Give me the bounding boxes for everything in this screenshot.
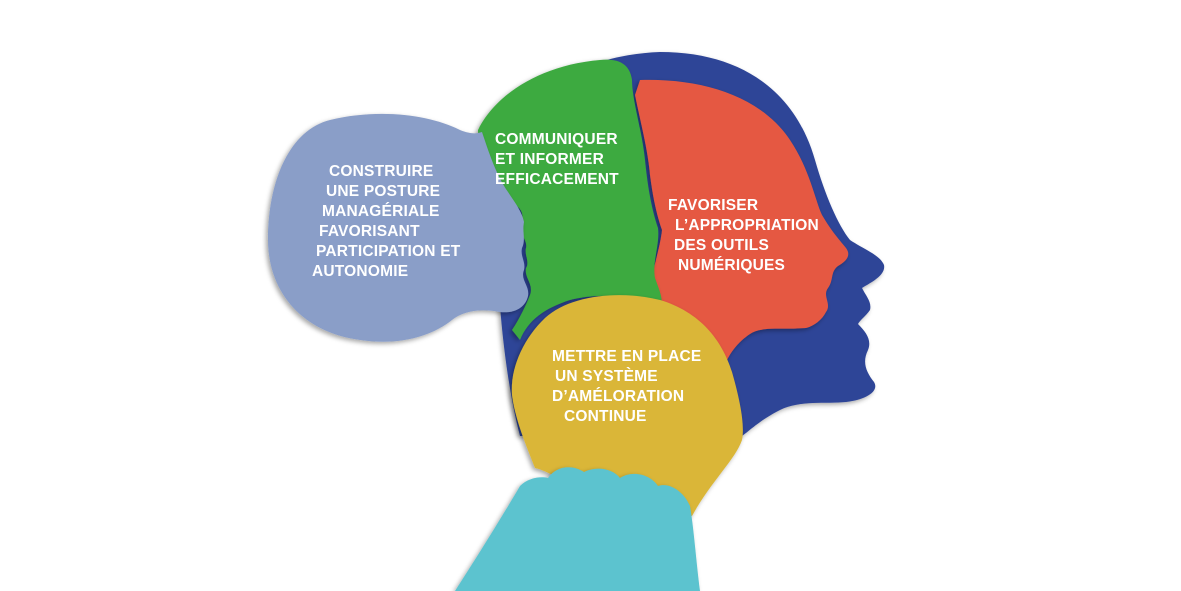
label-line: AUTONOMIE	[312, 263, 409, 280]
label-line: METTRE EN PLACE	[552, 348, 702, 365]
label-mettre-en-place: METTRE EN PLACE UN SYSTÈME D’AMÉLORATION…	[552, 347, 701, 427]
label-line: CONSTRUIRE	[329, 163, 434, 180]
label-line: CONTINUE	[564, 408, 647, 425]
gold-region	[511, 295, 743, 516]
cyan-region	[455, 467, 700, 591]
label-construire-posture: CONSTRUIRE UNE POSTURE MANAGÉRIALE FAVOR…	[312, 162, 460, 282]
label-line: EFFICACEMENT	[495, 171, 619, 188]
label-line: PARTICIPATION ET	[316, 243, 461, 260]
green-region	[478, 59, 662, 340]
label-line: FAVORISER	[668, 197, 759, 214]
label-communiquer: COMMUNIQUER ET INFORMER EFFICACEMENT	[495, 130, 619, 190]
label-line: COMMUNIQUER	[495, 131, 618, 148]
red-face-region	[635, 79, 849, 373]
label-line: ET INFORMER	[495, 151, 604, 168]
label-line: NUMÉRIQUES	[678, 257, 786, 274]
label-line: MANAGÉRIALE	[322, 203, 440, 220]
label-line: L’APPROPRIATION	[675, 217, 819, 234]
label-line: FAVORISANT	[319, 223, 420, 240]
label-line: UN SYSTÈME	[555, 368, 658, 385]
label-favoriser-outils: FAVORISER L’APPROPRIATION DES OUTILS NUM…	[666, 196, 819, 276]
lavender-bun-region	[268, 113, 529, 342]
label-line: UNE POSTURE	[326, 183, 441, 200]
label-line: DES OUTILS	[674, 237, 770, 254]
label-line: D’AMÉLORATION	[552, 388, 685, 405]
